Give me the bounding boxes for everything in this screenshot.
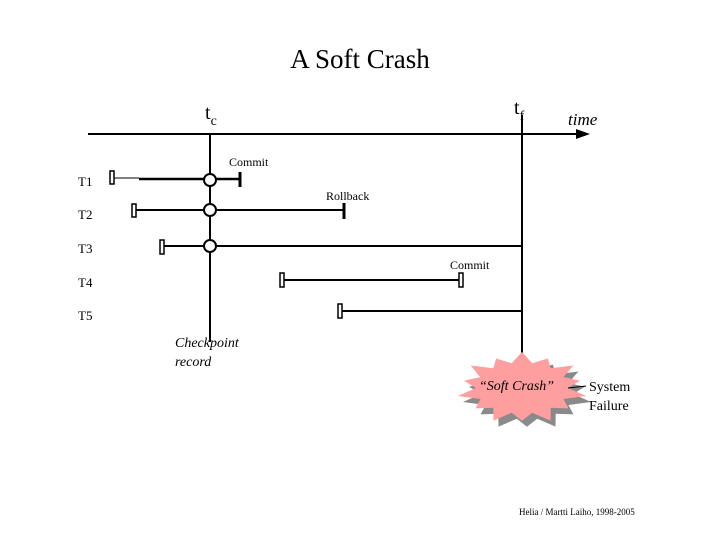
footer-credit: Helia / Martti Laiho, 1998-2005 — [519, 507, 635, 517]
soft-crash-label: “Soft Crash” — [479, 379, 555, 394]
transaction-label-t2: T2 — [78, 207, 93, 222]
soft-crash-starburst — [457, 351, 592, 427]
transaction-bar-t4 — [279, 272, 464, 288]
time-axis-arrowhead — [576, 129, 590, 139]
transaction-label-t5: T5 — [78, 308, 93, 323]
transaction-bar-t2 — [131, 203, 346, 219]
checkpoint-marker-t2 — [203, 203, 217, 217]
commit-annotation-t1: Commit — [229, 155, 269, 169]
transaction-bar-t5 — [337, 303, 522, 319]
transaction-label-t1: T1 — [78, 174, 93, 189]
commit-annotation-t4: Commit — [450, 258, 490, 272]
system-failure-label: System Failure — [589, 380, 631, 414]
transaction-bar-t3 — [159, 239, 522, 255]
tc-label: tc — [205, 102, 217, 129]
page-title: A Soft Crash — [290, 44, 430, 74]
transaction-label-t4: T4 — [78, 275, 93, 290]
transaction-label-t3: T3 — [78, 241, 93, 256]
checkpoint-record-label: Checkpoint record — [175, 336, 239, 370]
time-label: time — [568, 110, 598, 129]
checkpoint-marker-t1 — [203, 173, 217, 187]
failure-pointer-line — [567, 385, 587, 389]
checkpoint-marker-t3 — [203, 239, 217, 253]
tf-label: tf — [514, 97, 525, 124]
rollback-annotation-t2: Rollback — [326, 189, 370, 203]
transaction-bar-t1 — [109, 170, 242, 187]
